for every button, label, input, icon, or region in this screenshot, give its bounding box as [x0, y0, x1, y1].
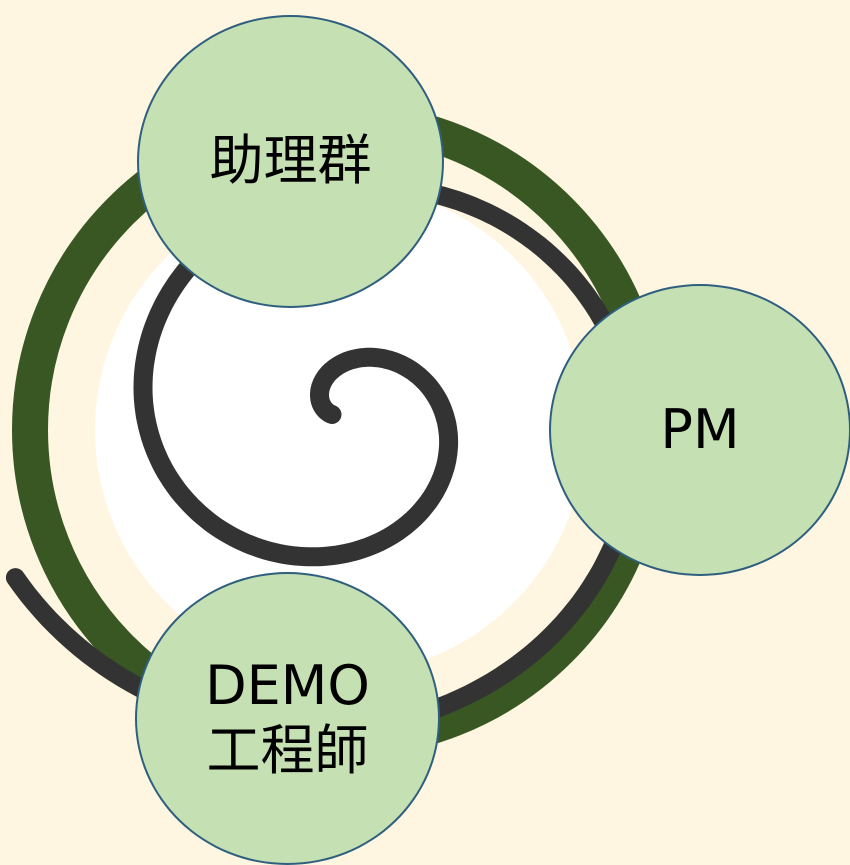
spiral-icon — [5, 177, 645, 741]
demo-engineer-label-line2: 工程師 — [206, 718, 369, 782]
assistant-group-label: 助理群 — [209, 129, 372, 193]
demo-engineer-node: DEMO 工程師 — [135, 572, 440, 865]
pm-label: PM — [660, 397, 740, 461]
assistant-group-node: 助理群 — [137, 15, 444, 308]
pm-node: PM — [549, 284, 850, 576]
spiral-backdrop — [95, 185, 585, 675]
demo-engineer-label-line1: DEMO — [205, 653, 370, 717]
